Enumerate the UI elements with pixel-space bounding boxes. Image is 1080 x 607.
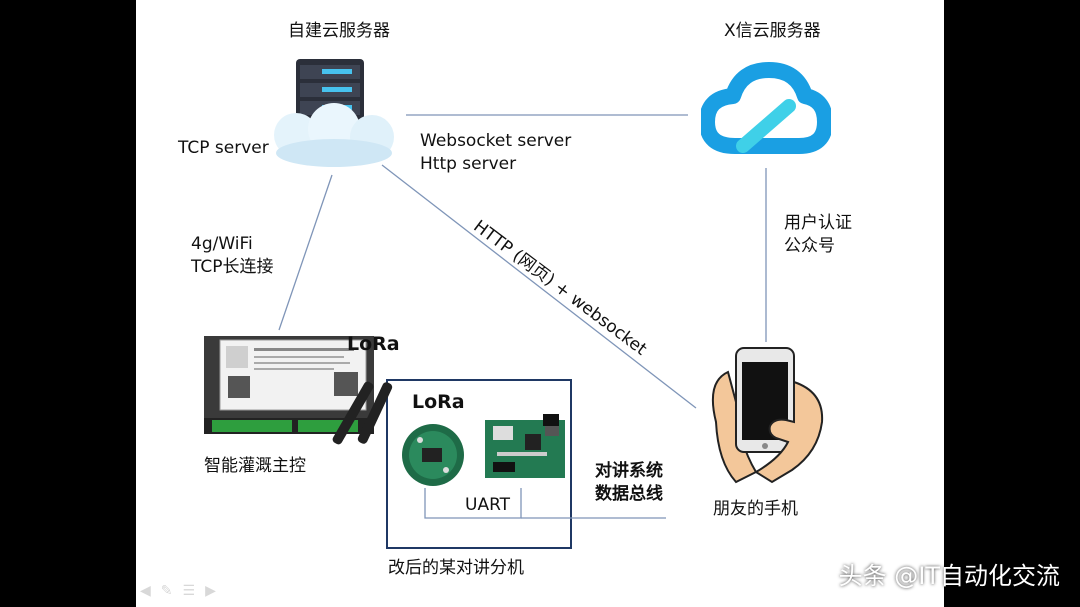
self-server-title: 自建云服务器 — [288, 21, 390, 41]
x-server-connection-label: 用户认证 公众号 — [784, 212, 852, 258]
phone-in-hand-icon — [712, 347, 824, 484]
prev-arrow-icon[interactable]: ◀ — [140, 583, 151, 599]
bus-label: 对讲系统 数据总线 — [595, 460, 663, 506]
slide-controls: ◀ ✎ ☰ ▶ — [140, 583, 216, 599]
http-server-label: Http server — [420, 153, 517, 174]
controller-device-icon — [204, 336, 393, 445]
data-bus-label: 数据总线 — [595, 483, 663, 504]
menu-icon[interactable]: ☰ — [182, 583, 196, 599]
self-server-protocols: Websocket server Http server — [420, 130, 571, 176]
x-server-title: X信云服务器 — [724, 21, 821, 41]
tcp-long-connection-label: TCP长连接 — [191, 256, 274, 277]
controller-title: 智能灌溉主控 — [204, 456, 306, 476]
intercom-box — [386, 379, 572, 549]
pen-icon[interactable]: ✎ — [160, 583, 173, 599]
phone-title: 朋友的手机 — [713, 499, 798, 519]
network-label: 4g/WiFi — [191, 234, 253, 254]
websocket-server-label: Websocket server — [420, 131, 572, 151]
watermark: 头条 @IT自动化交流 — [838, 562, 1060, 590]
connection-lines — [278, 114, 767, 549]
controller-connection-label: 4g/WiFi TCP长连接 — [191, 233, 274, 279]
tcp-server-label: TCP server — [178, 138, 269, 158]
server-icon — [274, 59, 394, 167]
cloud-logo-icon — [701, 62, 831, 154]
slide: 自建云服务器 TCP server Websocket server Http … — [136, 0, 944, 607]
round-pcb-icon — [402, 424, 464, 486]
intercom-system-label: 对讲系统 — [595, 461, 663, 481]
official-account-label: 公众号 — [784, 235, 835, 256]
edge-server-phone — [381, 164, 697, 409]
uart-label: UART — [465, 495, 511, 515]
user-auth-label: 用户认证 — [784, 213, 852, 233]
uart-line — [424, 488, 522, 519]
intercom-pcb-icon — [485, 414, 565, 478]
next-arrow-icon[interactable]: ▶ — [205, 583, 216, 599]
intercom-title: 改后的某对讲分机 — [388, 558, 524, 578]
controller-lora-label: LoRa — [347, 333, 400, 355]
edge-server-controller — [278, 174, 333, 331]
intercom-lora-label: LoRa — [412, 391, 465, 413]
